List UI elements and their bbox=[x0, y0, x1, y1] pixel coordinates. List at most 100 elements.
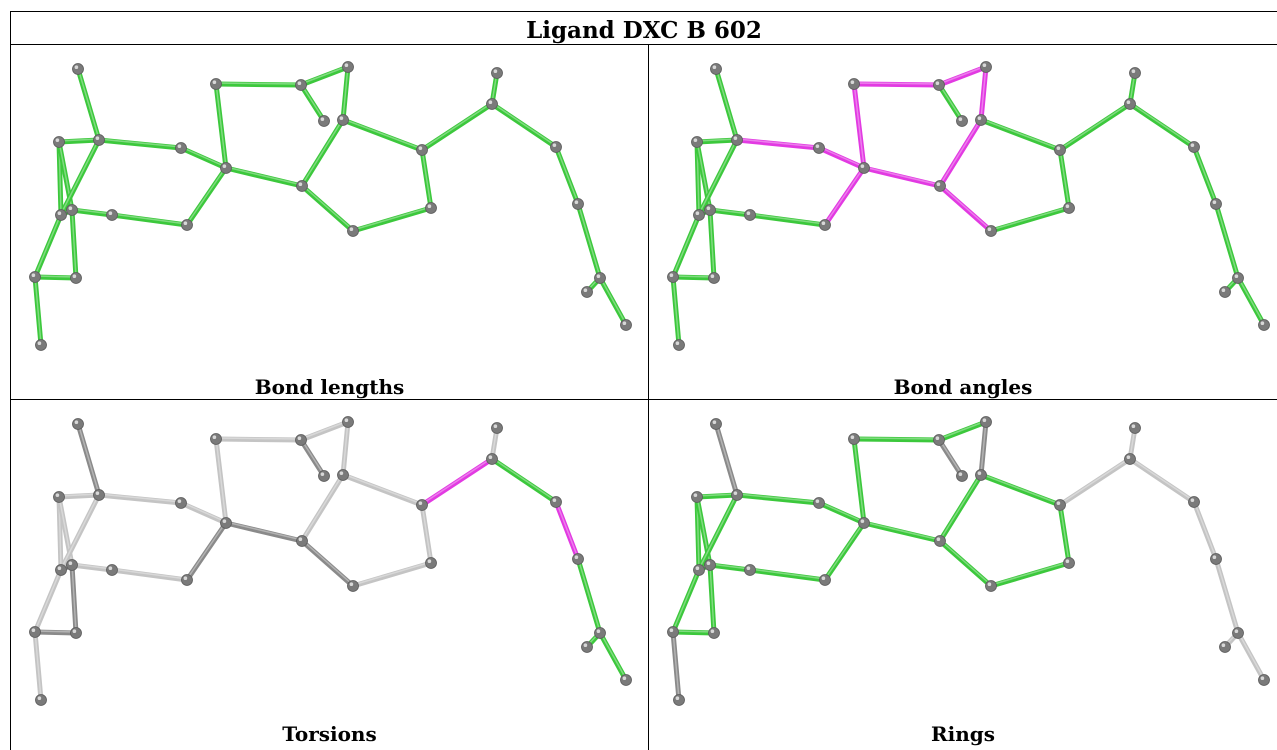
atom-shine bbox=[1221, 288, 1226, 292]
caption-torsions: Torsions bbox=[282, 722, 377, 746]
bond bbox=[96, 137, 184, 151]
atom bbox=[337, 114, 349, 126]
bond bbox=[223, 165, 305, 189]
atom bbox=[491, 67, 503, 79]
bond-highlight bbox=[938, 420, 987, 440]
atom bbox=[1124, 453, 1136, 465]
bond-highlight bbox=[736, 138, 820, 148]
bond-highlight bbox=[352, 206, 432, 231]
atom-shine bbox=[320, 472, 325, 476]
atom bbox=[667, 271, 679, 283]
bond-highlight bbox=[980, 473, 1061, 505]
atom-shine bbox=[675, 341, 680, 346]
atom-shine bbox=[320, 117, 325, 121]
bond-highlight bbox=[715, 422, 738, 495]
atom-shine bbox=[850, 435, 855, 439]
bond bbox=[597, 275, 629, 328]
bond-highlight bbox=[71, 563, 77, 633]
atom bbox=[744, 209, 756, 221]
bond bbox=[988, 560, 1072, 589]
atom-shine bbox=[1126, 100, 1131, 104]
bond-highlight bbox=[225, 166, 303, 186]
bond-highlight bbox=[215, 437, 227, 523]
atom bbox=[181, 219, 193, 231]
bond bbox=[109, 212, 190, 228]
bond-highlight bbox=[990, 206, 1070, 231]
atom-shine bbox=[860, 164, 865, 168]
atom bbox=[581, 641, 593, 653]
atom-shine bbox=[212, 435, 217, 439]
atom-shine bbox=[977, 471, 982, 475]
bond-highlight bbox=[698, 493, 738, 570]
atom-shine bbox=[1126, 455, 1131, 459]
divider bbox=[10, 44, 1277, 45]
bond-highlight bbox=[672, 630, 680, 700]
bond bbox=[299, 472, 346, 544]
atom bbox=[1258, 674, 1270, 686]
atom bbox=[425, 202, 437, 214]
atom bbox=[93, 489, 105, 501]
bond-highlight bbox=[421, 457, 493, 505]
atom bbox=[66, 559, 78, 571]
atom bbox=[1063, 557, 1075, 569]
bond bbox=[419, 147, 434, 211]
atom-shine bbox=[733, 136, 738, 140]
bond bbox=[340, 472, 425, 508]
bond bbox=[109, 567, 190, 583]
bond-highlight bbox=[672, 630, 715, 633]
atom-shine bbox=[695, 211, 700, 215]
atom-shine bbox=[1212, 200, 1217, 204]
bond-highlight bbox=[577, 557, 601, 633]
atom bbox=[175, 497, 187, 509]
bond bbox=[69, 207, 115, 218]
bond bbox=[670, 274, 717, 281]
atom bbox=[693, 209, 705, 221]
atom bbox=[708, 627, 720, 639]
bond bbox=[75, 421, 102, 498]
title-row: Ligand DXC B 602 bbox=[10, 11, 1277, 44]
atom bbox=[550, 141, 562, 153]
caption-bond-lengths: Bond lengths bbox=[254, 375, 405, 399]
bond bbox=[937, 183, 994, 234]
bond-highlight bbox=[980, 118, 1061, 150]
atom-shine bbox=[860, 519, 865, 523]
atom bbox=[342, 61, 354, 73]
bond bbox=[936, 419, 989, 443]
bond-highlight bbox=[300, 83, 325, 121]
bond bbox=[1057, 101, 1133, 153]
bond-highlight bbox=[939, 118, 982, 186]
bond bbox=[937, 117, 984, 189]
atom bbox=[416, 499, 428, 511]
bond bbox=[937, 538, 994, 589]
atom-shine bbox=[746, 211, 751, 215]
atom-shine bbox=[733, 491, 738, 495]
atom bbox=[673, 694, 685, 706]
atom-shine bbox=[298, 537, 303, 541]
panel-bond-angles: Bond angles bbox=[649, 45, 1277, 399]
bond bbox=[1235, 630, 1267, 683]
atom-shine bbox=[1056, 501, 1061, 505]
atom-shine bbox=[693, 138, 698, 142]
atom-shine bbox=[936, 182, 941, 186]
bond bbox=[419, 456, 495, 508]
bond bbox=[936, 82, 965, 124]
bond-highlight bbox=[1237, 631, 1265, 680]
atom-shine bbox=[695, 566, 700, 570]
atom bbox=[667, 626, 679, 638]
bond-highlight bbox=[709, 563, 715, 633]
atom-shine bbox=[57, 566, 62, 570]
atom bbox=[550, 496, 562, 508]
atom bbox=[72, 418, 84, 430]
bond bbox=[694, 492, 740, 500]
atom-shine bbox=[1212, 555, 1217, 559]
bond-highlight bbox=[301, 184, 354, 231]
bond bbox=[340, 419, 351, 478]
bond-highlight bbox=[599, 631, 627, 680]
bond bbox=[713, 66, 740, 143]
bond bbox=[419, 502, 434, 566]
atom-shine bbox=[693, 493, 698, 497]
bond-highlight bbox=[672, 213, 700, 277]
bond-highlight bbox=[599, 276, 627, 325]
bond bbox=[1057, 456, 1133, 508]
bond bbox=[670, 212, 702, 280]
